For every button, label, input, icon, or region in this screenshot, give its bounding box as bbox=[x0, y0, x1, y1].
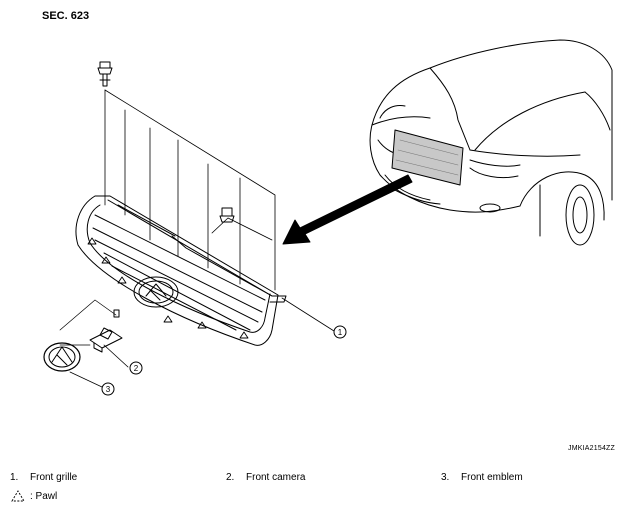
legend-number: 2. bbox=[226, 472, 235, 483]
front-camera bbox=[59, 299, 123, 353]
legend-item-front-grille: 1. Front grille bbox=[10, 472, 77, 483]
bolt-icon bbox=[97, 61, 113, 87]
pawl-triangle-icon bbox=[87, 237, 249, 339]
clip-icon bbox=[219, 207, 235, 223]
callout-1-number: 1 bbox=[338, 328, 343, 337]
arrow-icon bbox=[282, 174, 413, 245]
pawl-legend: : Pawl bbox=[10, 490, 57, 502]
legend-label: Front grille bbox=[30, 472, 78, 483]
legend-number: 3. bbox=[441, 472, 450, 483]
section-title: SEC. 623 bbox=[42, 10, 90, 22]
front-emblem bbox=[43, 342, 81, 372]
legend-number: 1. bbox=[10, 472, 19, 483]
callout-2-number: 2 bbox=[134, 364, 139, 373]
figure-code: JMKIA2154ZZ bbox=[568, 445, 615, 452]
legend-item-front-emblem: 3. Front emblem bbox=[441, 472, 523, 483]
legend-label: Front camera bbox=[246, 472, 306, 483]
car-front-view bbox=[369, 39, 613, 246]
callout-3-number: 3 bbox=[106, 385, 111, 394]
grille-emblem-outline bbox=[133, 276, 179, 308]
callout-2 bbox=[129, 361, 143, 375]
legend-item-front-camera: 2. Front camera bbox=[226, 472, 305, 483]
front-grille bbox=[75, 195, 287, 346]
callout-3 bbox=[101, 382, 115, 396]
callout-1 bbox=[333, 325, 347, 339]
legend-label: Front emblem bbox=[461, 472, 523, 483]
pawl-label: : Pawl bbox=[30, 490, 58, 502]
pawl-triangle-icon bbox=[11, 490, 25, 502]
